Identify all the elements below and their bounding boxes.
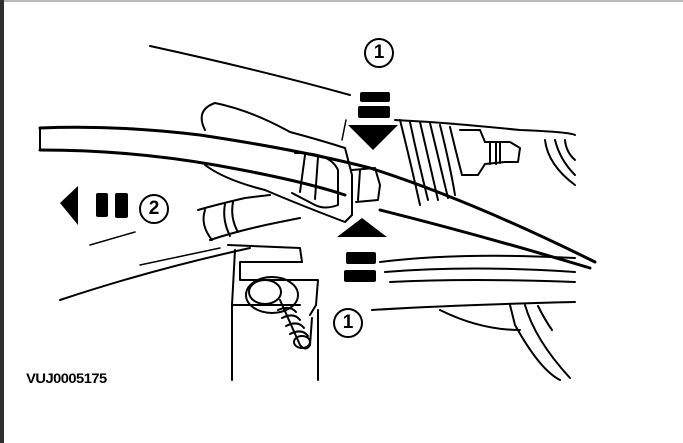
callout-1-bottom: 1: [333, 308, 363, 338]
figure-reference-code: VUJ0005175: [26, 370, 107, 386]
callout-1-top: 1: [364, 38, 394, 68]
arrow-left-icon: [60, 186, 128, 225]
arrow-up-icon: [337, 218, 387, 282]
callout-label: 1: [373, 42, 385, 63]
frame-border-left: [0, 0, 4, 443]
callout-2: 2: [139, 194, 169, 224]
frame-border-top: [4, 0, 683, 2]
arrow-down-icon: [348, 92, 398, 150]
callout-label: 2: [148, 198, 160, 219]
callout-label: 1: [342, 312, 354, 333]
